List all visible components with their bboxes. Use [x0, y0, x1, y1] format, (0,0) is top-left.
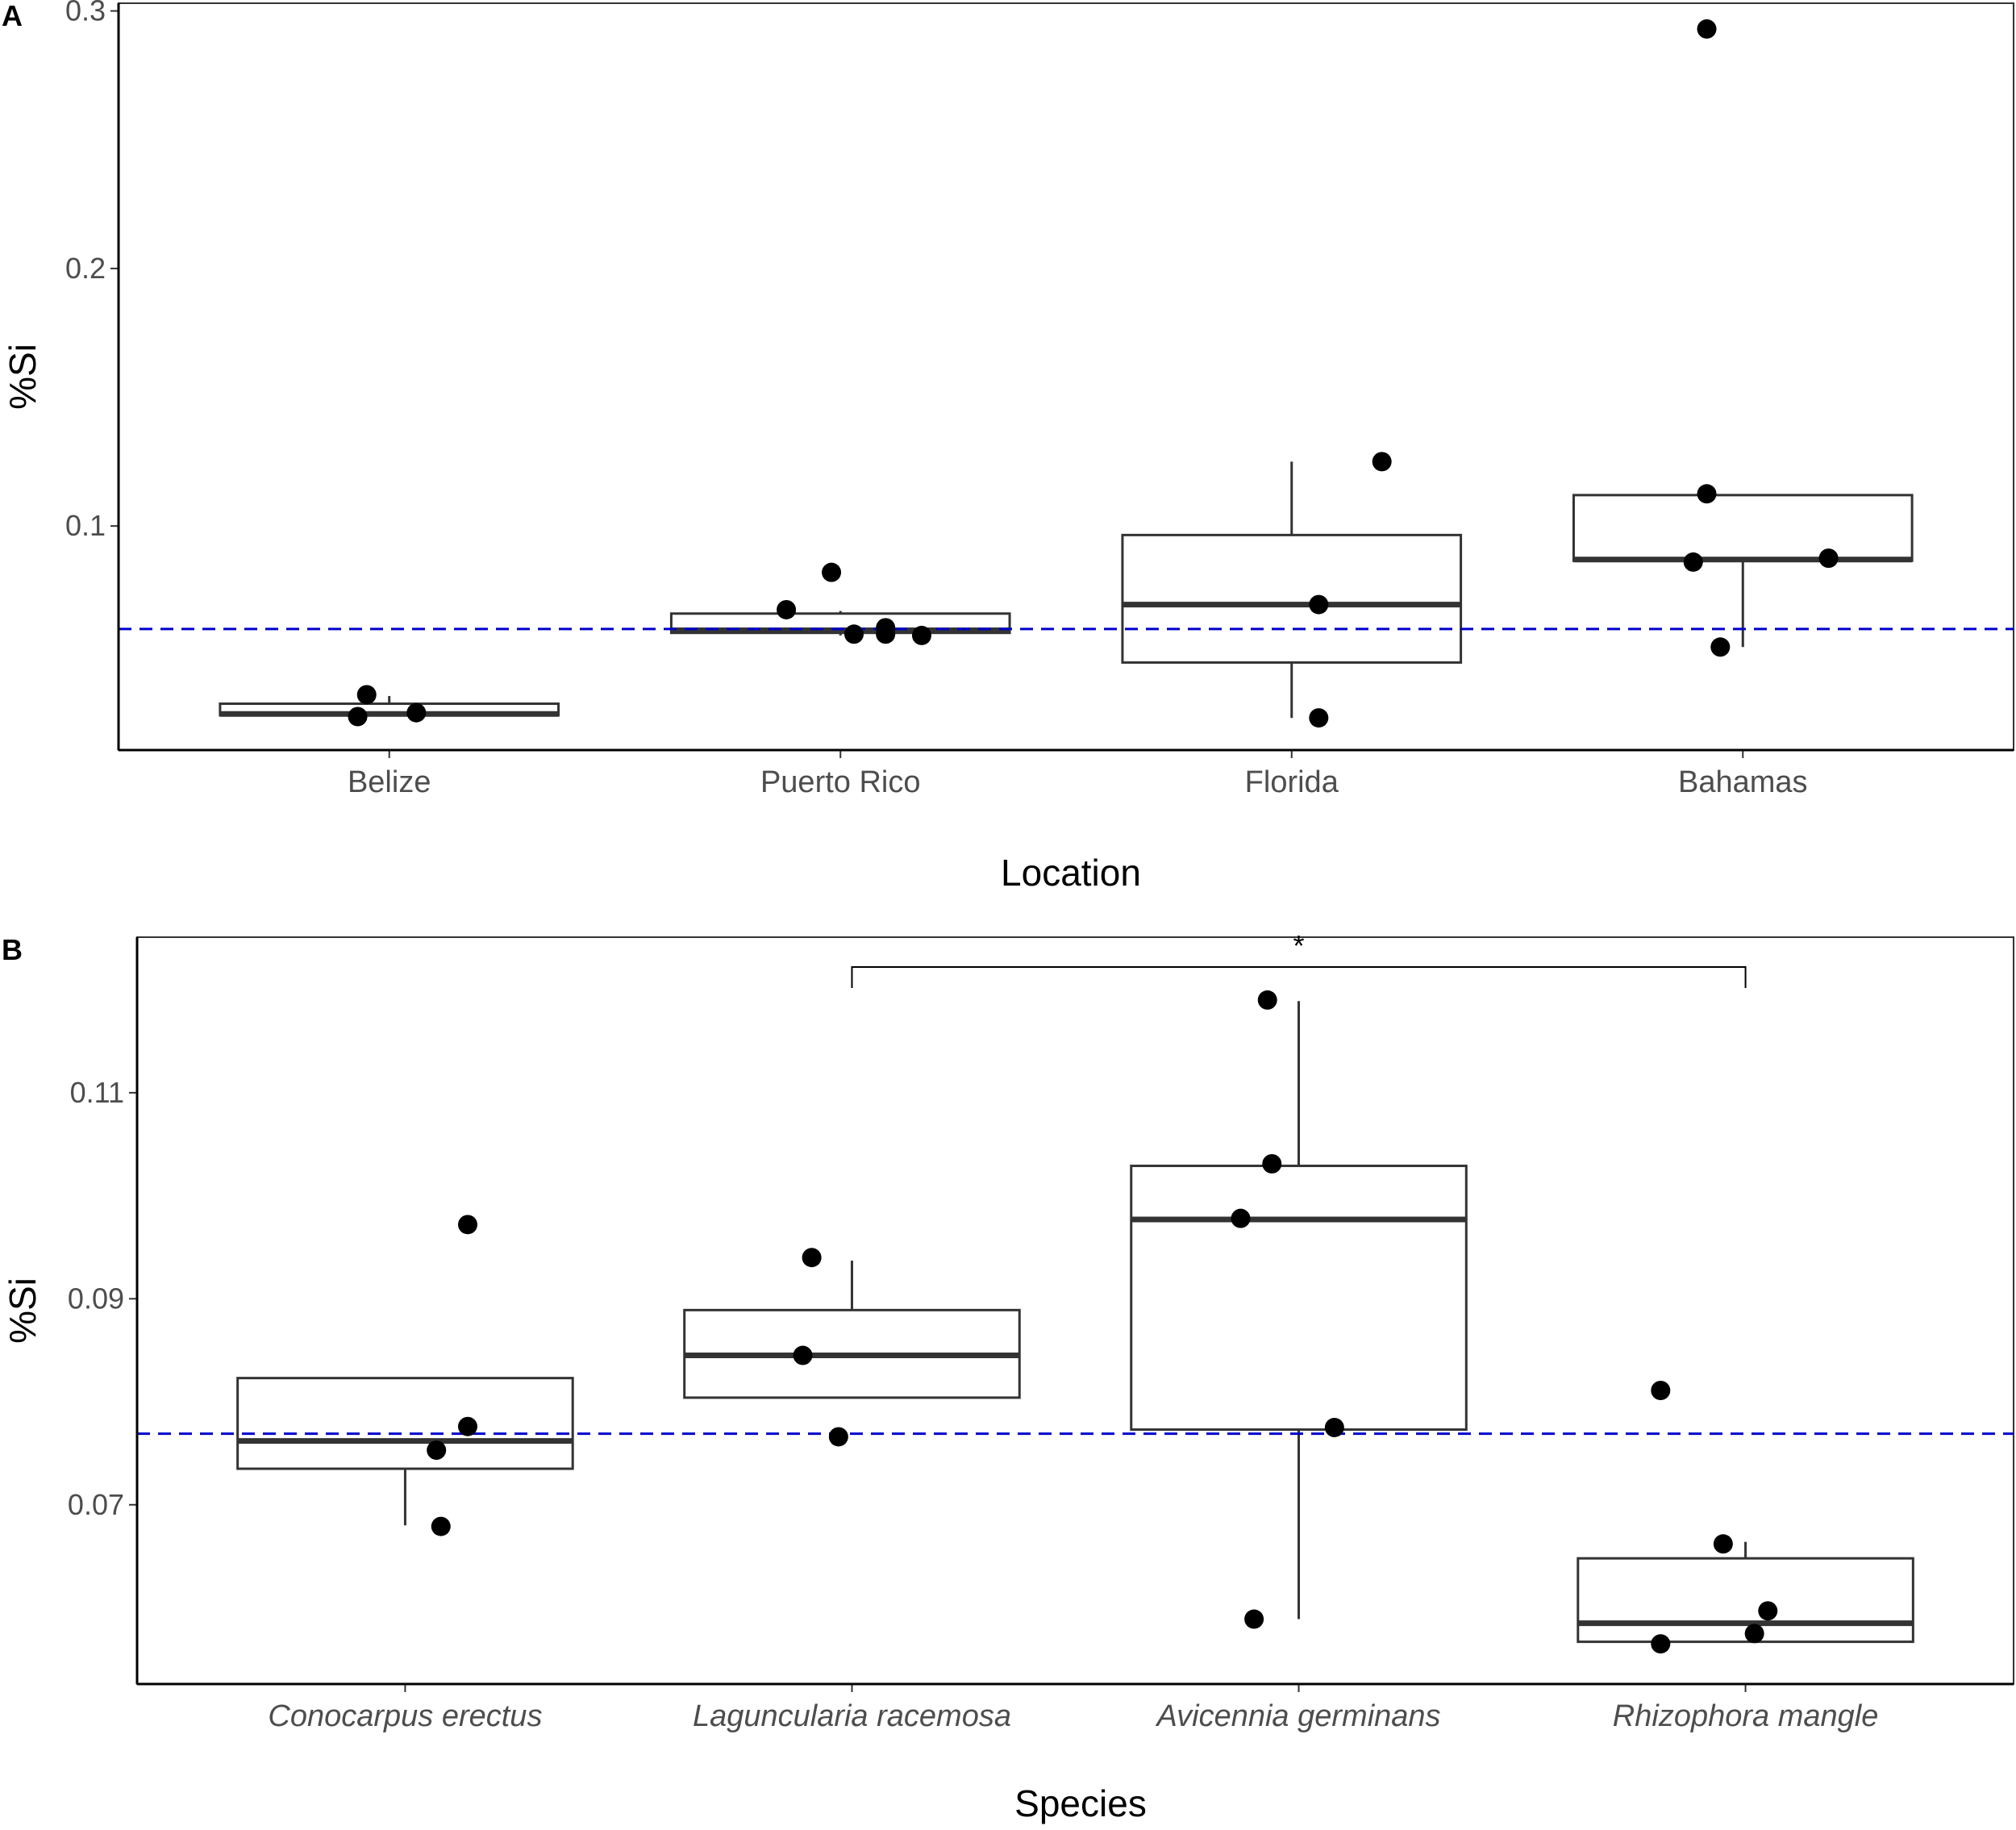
data-point: [1744, 1624, 1764, 1644]
x-tick-label: Laguncularia racemosa: [693, 1699, 1011, 1733]
panel-a-y-axis-title: %Si: [2, 344, 44, 410]
data-point: [1818, 548, 1839, 569]
box-iqr: [1572, 494, 1914, 562]
box-iqr: [1121, 533, 1463, 664]
data-point: [1697, 484, 1717, 504]
data-point: [1309, 708, 1329, 728]
x-tick-label: Rhizophora mangle: [1613, 1699, 1879, 1733]
data-point: [793, 1345, 813, 1365]
data-point: [1244, 1609, 1264, 1629]
data-point: [876, 618, 896, 638]
panel-a-x-axis-title: Location: [1001, 852, 1141, 894]
significance-bracket: [851, 966, 1747, 989]
data-point: [1257, 990, 1277, 1010]
data-point: [1372, 452, 1392, 472]
data-point: [1651, 1380, 1671, 1400]
x-tick-label: Belize: [348, 765, 431, 799]
data-point: [911, 625, 931, 645]
data-point: [1262, 1153, 1282, 1173]
data-point: [457, 1416, 477, 1436]
panel-b-label: B: [2, 933, 23, 966]
panel-b-x-axis-title: Species: [1014, 1782, 1147, 1824]
data-point: [1651, 1634, 1671, 1654]
y-tick-label: 0.2: [65, 252, 106, 285]
data-point: [1697, 19, 1717, 39]
y-tick-label: 0.3: [65, 0, 106, 27]
data-point: [1683, 552, 1703, 572]
data-point: [802, 1248, 822, 1268]
data-point: [1231, 1208, 1251, 1228]
y-tick-label: 0.11: [70, 1076, 124, 1109]
data-point: [431, 1516, 451, 1536]
data-point: [406, 702, 427, 723]
data-point: [348, 707, 368, 727]
box-iqr: [236, 1377, 574, 1470]
box-iqr: [1577, 1557, 1914, 1644]
y-tick-label: 0.1: [65, 509, 106, 542]
panel-a-label: A: [2, 0, 23, 32]
x-tick-label: Puerto Rico: [760, 765, 921, 799]
y-tick-label: 0.09: [68, 1282, 124, 1315]
data-point: [1710, 637, 1731, 657]
box-iqr: [1130, 1165, 1468, 1432]
data-point: [457, 1215, 477, 1235]
x-tick-label: Bahamas: [1678, 765, 1808, 799]
data-point: [777, 599, 797, 619]
panel-b-y-axis-title: %Si: [2, 1278, 44, 1344]
data-point: [1309, 594, 1329, 615]
x-tick-label: Florida: [1245, 765, 1339, 799]
y-tick-label: 0.07: [68, 1488, 124, 1521]
data-point: [822, 562, 842, 582]
data-point: [1758, 1601, 1778, 1621]
data-point: [1713, 1534, 1733, 1554]
data-point: [1324, 1417, 1344, 1437]
data-point: [844, 624, 864, 644]
data-point: [427, 1440, 447, 1461]
data-point: [828, 1427, 848, 1447]
data-point: [356, 685, 377, 705]
significance-label: *: [1293, 929, 1305, 962]
x-tick-label: Conocarpus erectus: [268, 1699, 542, 1733]
x-tick-label: Avicennia germinans: [1155, 1699, 1440, 1733]
